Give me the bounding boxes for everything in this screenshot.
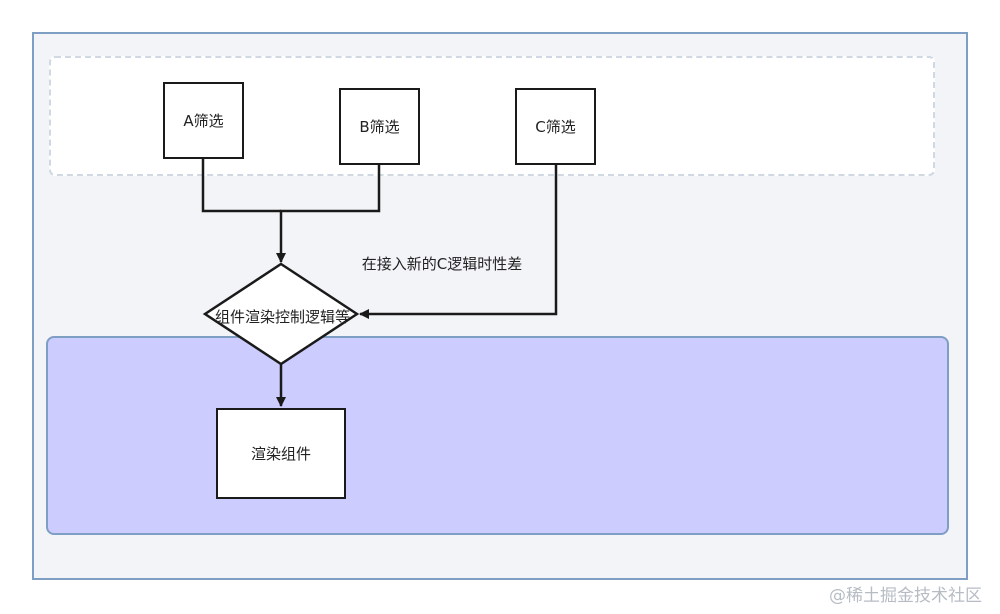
filter-b-label: B筛选	[359, 118, 400, 136]
filter-c-node: C筛选	[515, 88, 596, 165]
filter-a-label: A筛选	[183, 112, 224, 130]
edge-c-to-logic	[359, 165, 558, 319]
edge-c-label: 在接入新的C逻辑时性差	[361, 255, 523, 273]
render-lane	[46, 336, 949, 535]
watermark: @稀土掘金技术社区	[829, 586, 982, 606]
edge-b-to-logic	[276, 165, 381, 263]
render-component-node: 渲染组件	[216, 408, 346, 499]
control-logic-label: 组件渲染控制逻辑等	[210, 294, 355, 340]
control-logic-text: 组件渲染控制逻辑等	[214, 308, 350, 326]
edge-a-to-logic	[201, 159, 281, 213]
filter-c-label: C筛选	[535, 118, 576, 136]
filter-b-node: B筛选	[339, 88, 420, 165]
decision-diamond	[202, 262, 360, 366]
render-component-label: 渲染组件	[250, 445, 311, 463]
filter-a-node: A筛选	[163, 82, 244, 159]
